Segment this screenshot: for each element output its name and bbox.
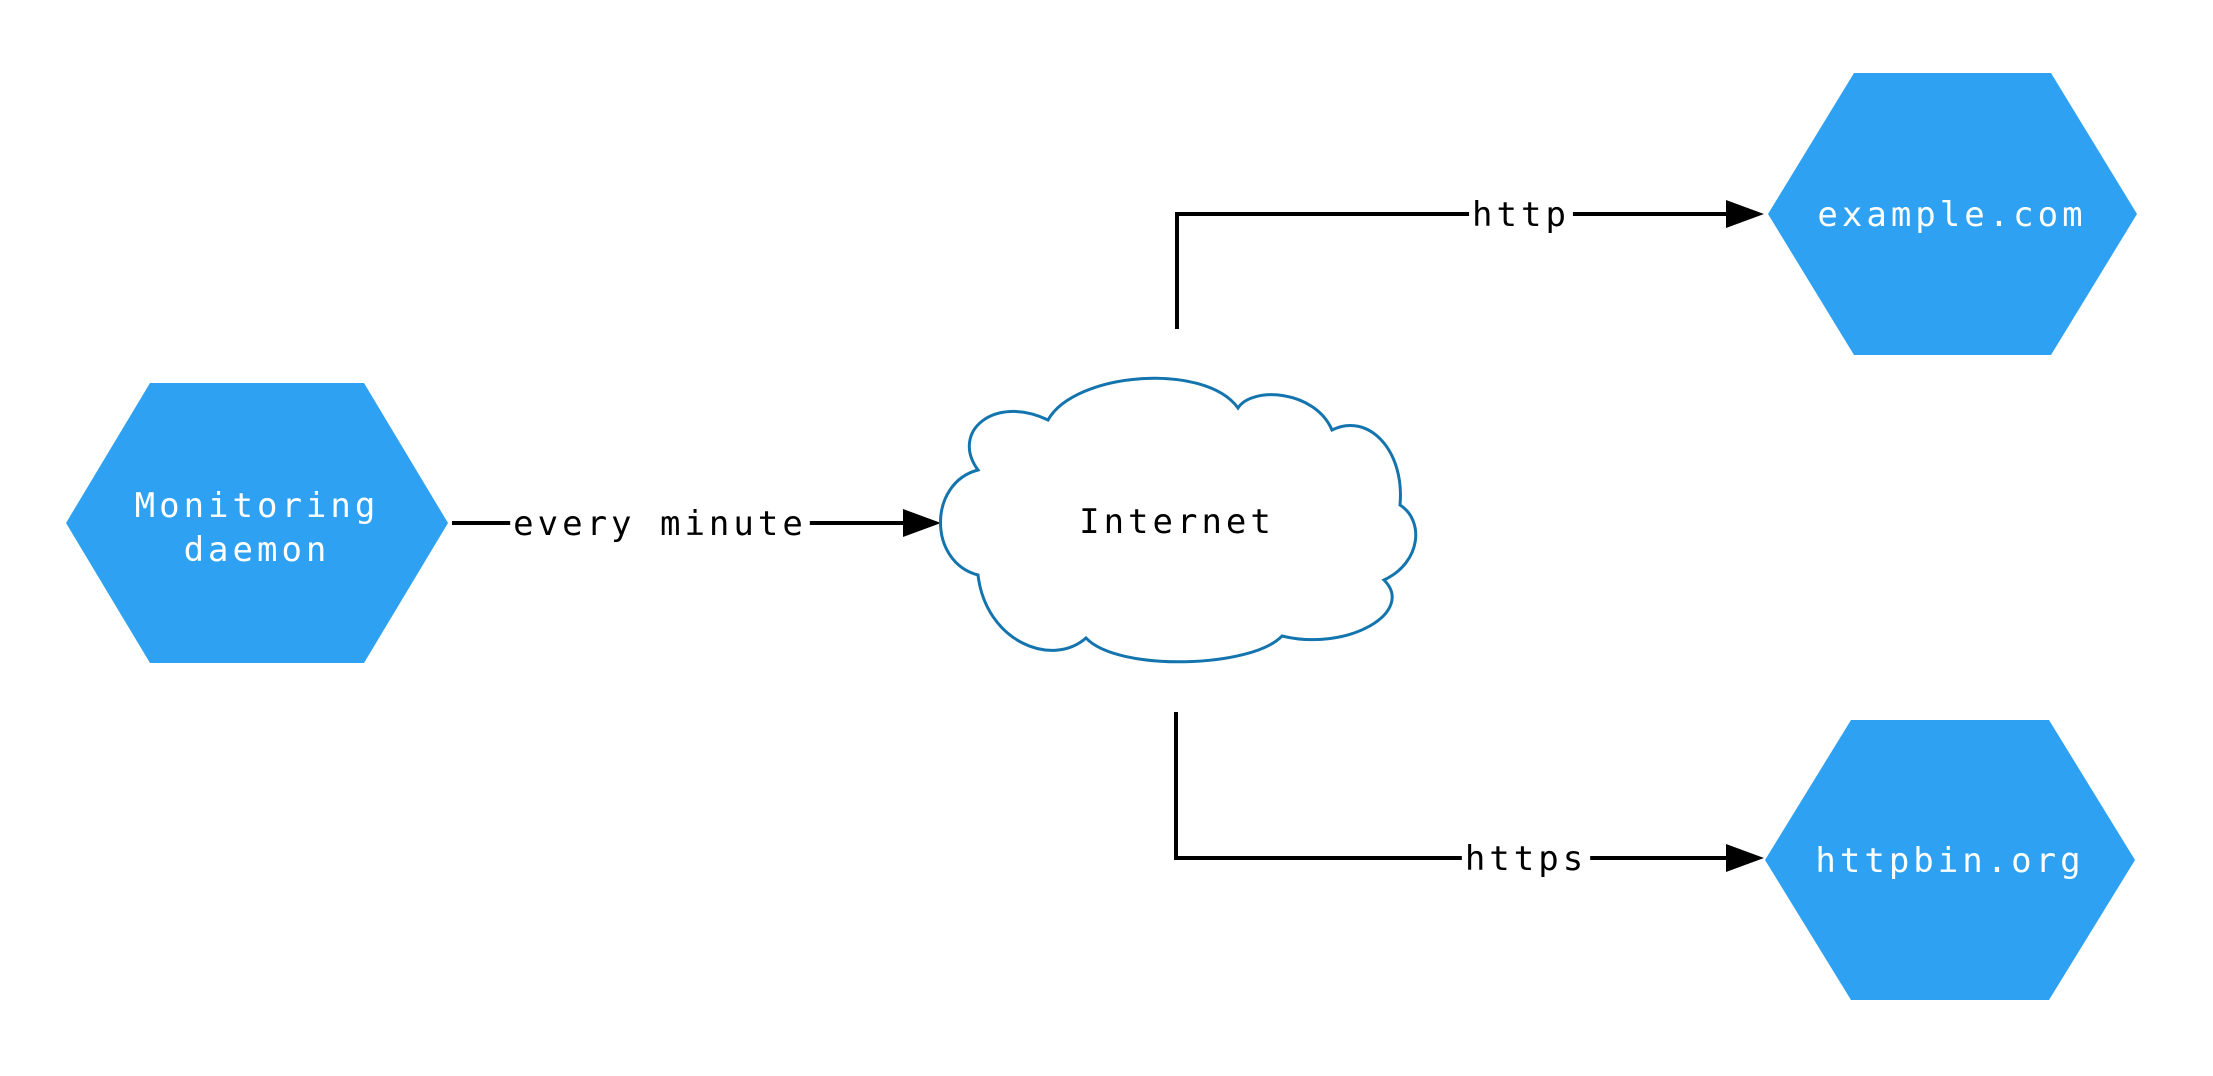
node-internet-label: Internet	[1079, 502, 1275, 542]
cloud-icon	[939, 376, 1418, 664]
edge-https-label-group: https	[1461, 838, 1591, 879]
edge-label-background	[510, 503, 810, 544]
hexagon-shape	[66, 383, 448, 663]
node-internet: Internet	[939, 376, 1418, 664]
node-monitoring-daemon-label-line1: Monitoring	[135, 486, 380, 526]
edge-https: https	[1174, 712, 1764, 879]
hexagon-shape	[1768, 73, 2137, 355]
node-example-com: example.com	[1768, 73, 2137, 355]
node-monitoring-daemon-label-line2: daemon	[184, 530, 331, 570]
arrowhead-icon	[1726, 200, 1764, 228]
node-example-com-label: example.com	[1817, 195, 2086, 235]
edge-label-background	[1461, 838, 1591, 879]
node-monitoring-daemon: Monitoring daemon	[66, 383, 448, 663]
edge-https-label: https	[1465, 839, 1587, 879]
edge-every-minute-label: every minute	[513, 504, 807, 544]
edge-label-background	[1469, 194, 1573, 235]
edge-http: http	[1175, 194, 1764, 329]
arrowhead-icon	[1726, 844, 1764, 872]
hexagon-shape	[1765, 720, 2135, 1000]
edge-http-label: http	[1472, 195, 1570, 235]
node-httpbin-org-label: httpbin.org	[1815, 841, 2084, 881]
node-httpbin-org: httpbin.org	[1765, 720, 2135, 1000]
arrowhead-icon	[903, 509, 941, 537]
edge-http-label-group: http	[1469, 194, 1573, 235]
edge-every-minute: every minute	[452, 503, 941, 544]
edge-every-minute-label-group: every minute	[510, 503, 810, 544]
